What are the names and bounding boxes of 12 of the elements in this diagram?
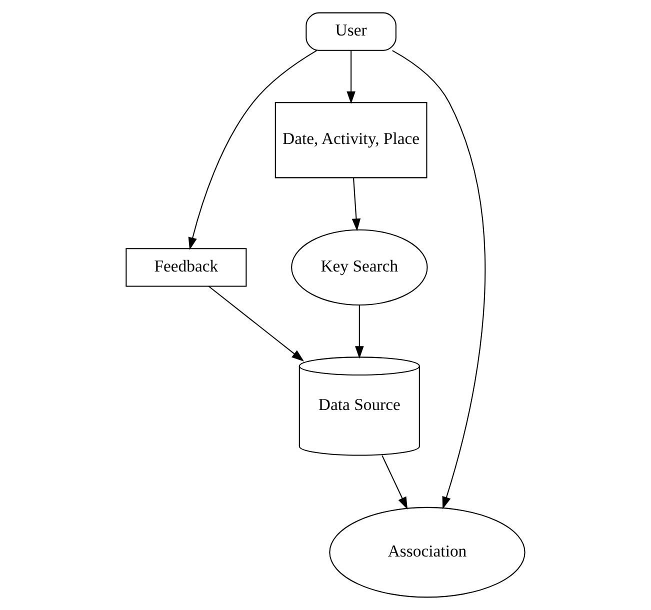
arrow (346, 50, 356, 104)
node-box: Feedback (126, 248, 247, 287)
arrow (382, 455, 408, 510)
node-box: User (306, 12, 396, 51)
node-box: Date, Activity, Place (274, 102, 428, 178)
arrow (188, 50, 318, 250)
arrow (208, 286, 304, 362)
node-ellipse: Key Search (291, 229, 428, 306)
node-ellipse: Association (329, 506, 526, 598)
arrow (355, 305, 364, 359)
arrow (352, 178, 361, 232)
arrow (392, 50, 486, 510)
